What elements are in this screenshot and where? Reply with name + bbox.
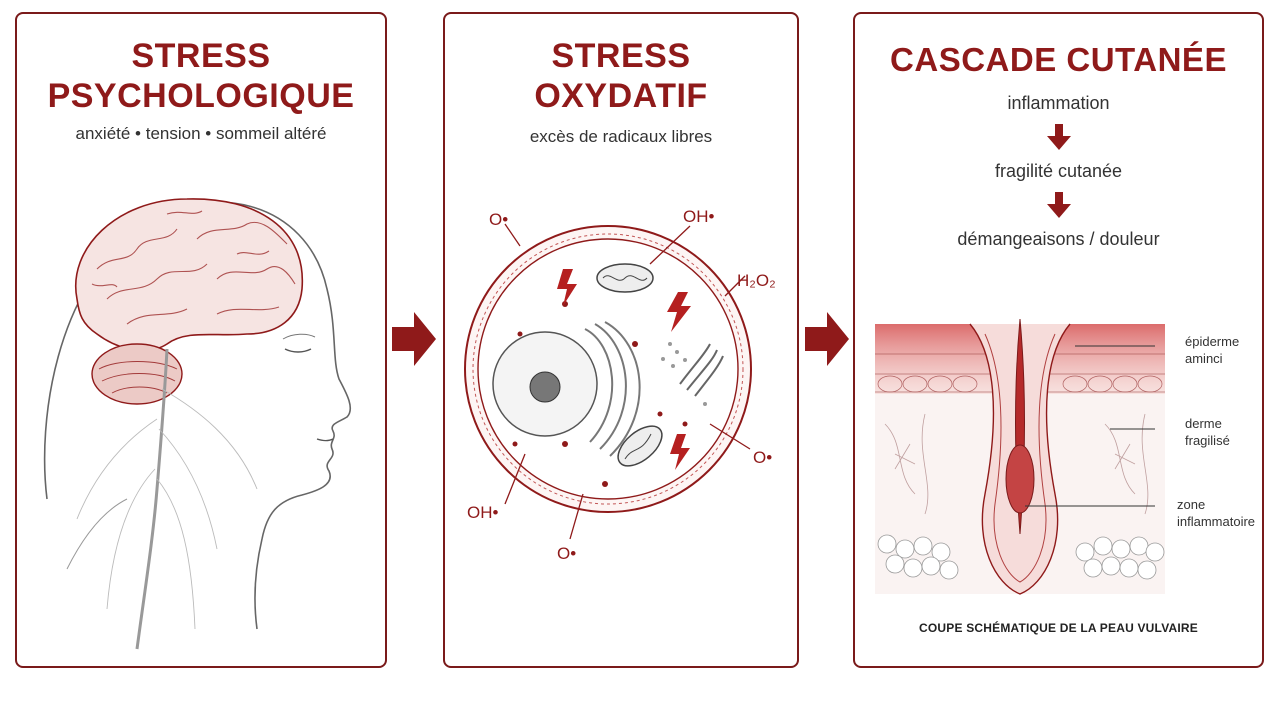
- arrow-right-icon: [392, 312, 436, 366]
- panel-title: STRESS PSYCHOLOGIQUE: [17, 36, 385, 116]
- title-line-1: STRESS: [131, 37, 271, 75]
- panel-psychological-stress: STRESS PSYCHOLOGIQUE anxiété • tension •…: [15, 12, 387, 668]
- skin-cross-section-illustration: [875, 318, 1165, 595]
- arrow-right-icon: [805, 312, 849, 366]
- radical-label: H₂O₂: [737, 271, 776, 290]
- arrow-down-icon: [1046, 192, 1071, 218]
- radical-label: O•: [557, 544, 576, 563]
- label-dermis: derme fragilisé: [1185, 416, 1230, 448]
- panel-subtitle: anxiété • tension • sommeil altéré: [75, 124, 327, 143]
- panel-subtitle: excès de radicaux libres: [529, 127, 713, 146]
- panel-oxidative-stress: STRESS OXYDATIF excès de radicaux libres: [443, 12, 799, 668]
- title-line-2: PSYCHOLOGIQUE: [47, 77, 355, 115]
- cascade-step-inflammation: inflammation: [1007, 93, 1110, 113]
- title-line-2: OXYDATIF: [534, 77, 708, 115]
- label-inflammatory-zone: zone inflammatoire: [1177, 497, 1256, 529]
- arrow-down-icon: [1046, 124, 1071, 150]
- panel-title: STRESS OXYDATIF: [445, 36, 797, 116]
- cascade-step-fragility: fragilité cutanée: [994, 161, 1123, 181]
- head-brain-illustration: [43, 198, 352, 650]
- radical-label: OH•: [683, 207, 715, 226]
- figure-caption: COUPE SCHÉMATIQUE DE LA PEAU VULVAIRE: [919, 621, 1198, 635]
- radical-label: O•: [489, 210, 508, 229]
- panel-skin-cascade: CASCADE CUTANÉE inflammation fragilité c…: [853, 12, 1264, 668]
- cascade-step-itching-pain: démangeaisons / douleur: [957, 229, 1160, 249]
- cell-illustration: O• OH• H₂O₂ O• OH• O•: [464, 207, 776, 563]
- label-epidermis: épiderme aminci: [1185, 334, 1240, 366]
- radical-label: O•: [753, 448, 772, 467]
- radical-label: OH•: [467, 503, 499, 522]
- title-line-1: STRESS: [551, 37, 691, 75]
- panel-title: CASCADE CUTANÉE: [890, 41, 1227, 78]
